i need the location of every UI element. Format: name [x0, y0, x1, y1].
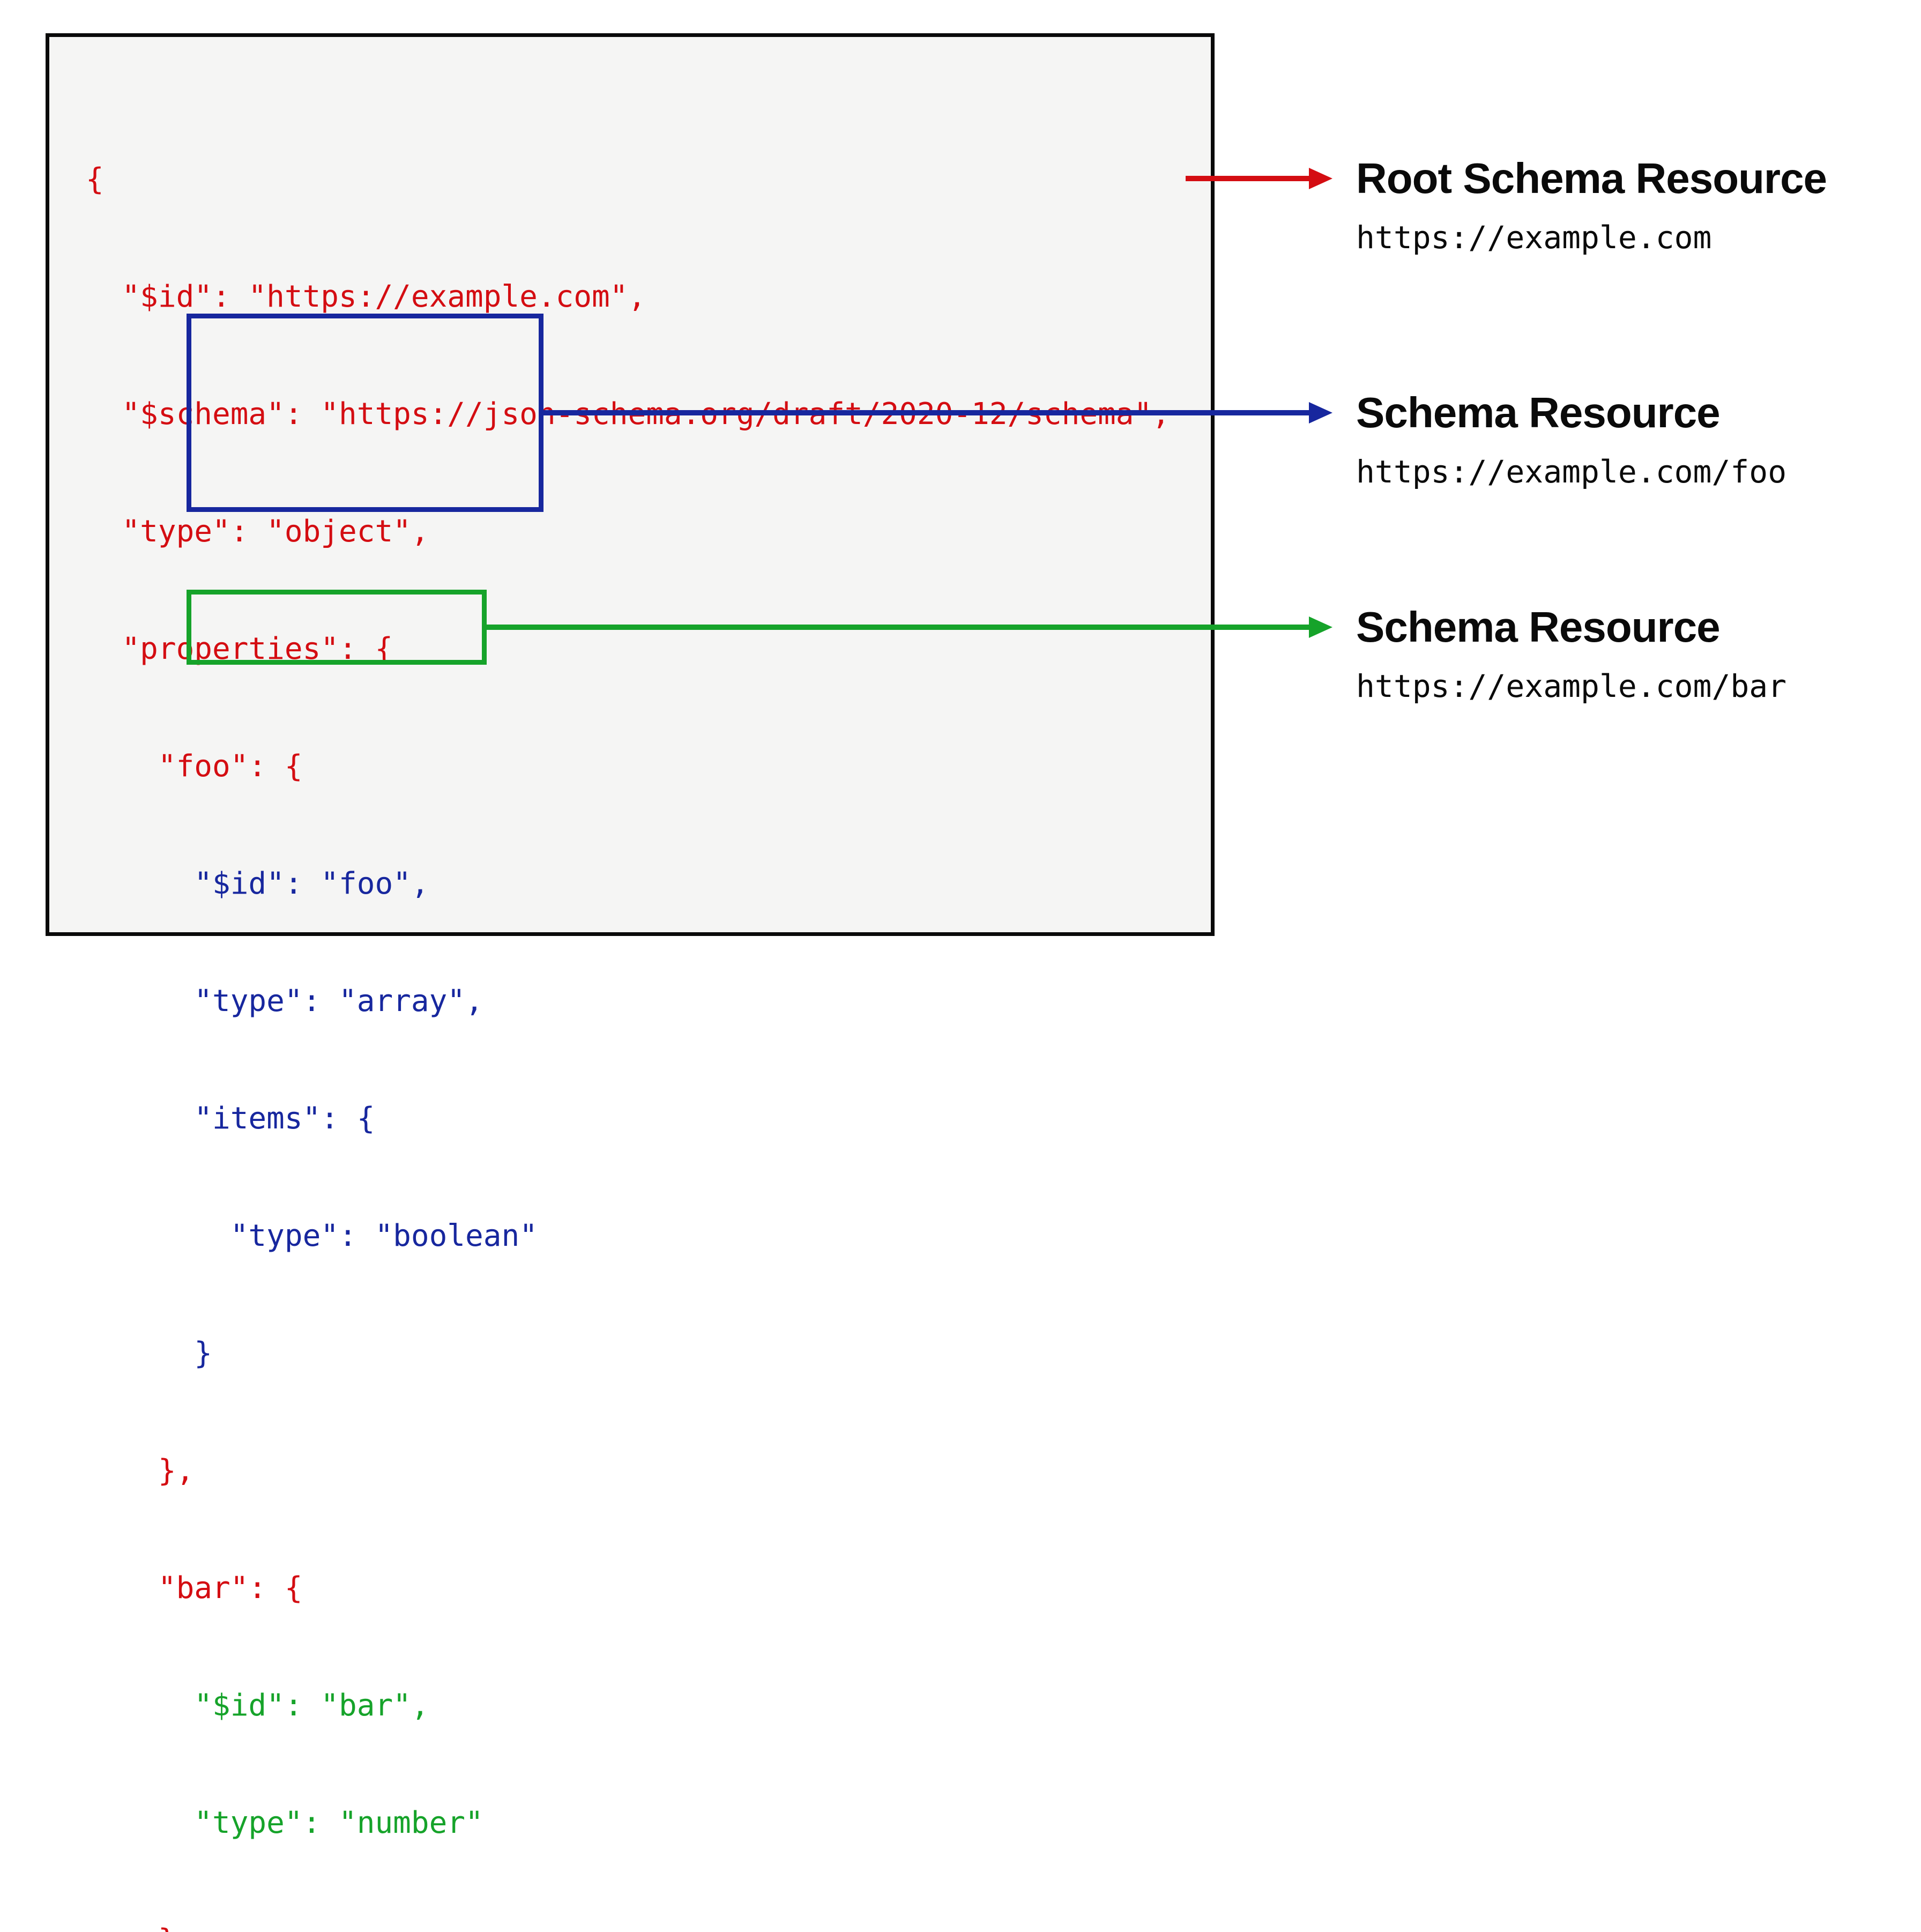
- code-line-foo: "type": "array",: [86, 984, 483, 1019]
- green-arrowhead-icon: [1309, 616, 1332, 638]
- diagram-canvas: { "$id": "https://example.com", "$schema…: [46, 33, 1827, 1932]
- code-line-foo: }: [86, 1336, 213, 1371]
- code-line-bar: "type": "number": [86, 1805, 483, 1840]
- code-line-bar: "$id": "bar",: [86, 1688, 429, 1723]
- schema-code-box: [46, 33, 1215, 936]
- blue-arrowhead-icon: [1309, 402, 1332, 423]
- blue-arrow: [541, 410, 1309, 415]
- label-foo-schema-resource: Schema Resource https://example.com/foo: [1356, 387, 1786, 493]
- code-line-foo: "$id": "foo",: [86, 866, 429, 901]
- label-title: Schema Resource: [1356, 389, 1721, 436]
- code-line: {: [86, 162, 104, 197]
- label-root-schema-resource: Root Schema Resource https://example.com: [1356, 153, 1827, 259]
- label-title: Schema Resource: [1356, 603, 1721, 651]
- label-bar-schema-resource: Schema Resource https://example.com/bar: [1356, 601, 1786, 708]
- code-line-foo: "type": "boolean": [86, 1218, 538, 1253]
- red-arrow: [1186, 176, 1309, 181]
- json-schema-code: { "$id": "https://example.com", "$schema…: [86, 81, 1170, 1932]
- code-line: "foo": {: [86, 749, 303, 784]
- label-url: https://example.com/foo: [1356, 454, 1787, 490]
- green-arrow: [484, 625, 1309, 630]
- code-line-foo: "items": {: [86, 1101, 375, 1136]
- code-line: },: [86, 1453, 195, 1488]
- code-line: "bar": {: [86, 1571, 303, 1606]
- label-url: https://example.com: [1356, 219, 1712, 256]
- code-line: },: [86, 1921, 1170, 1932]
- code-line: "type": "object",: [86, 514, 429, 549]
- label-url: https://example.com/bar: [1356, 668, 1787, 704]
- label-title: Root Schema Resource: [1356, 154, 1827, 202]
- code-line: "$id": "https://example.com",: [86, 279, 646, 314]
- code-line: "properties": {: [86, 631, 393, 666]
- red-arrowhead-icon: [1309, 168, 1332, 189]
